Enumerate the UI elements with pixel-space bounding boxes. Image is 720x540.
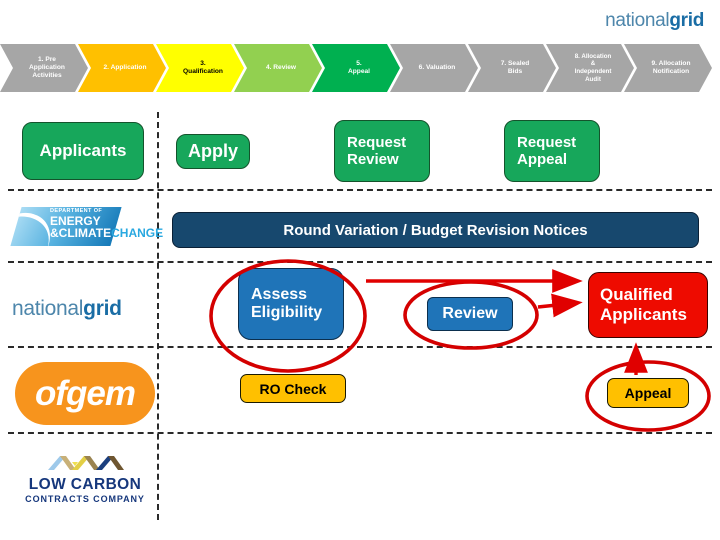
request-review-box: Request Review [334,120,430,182]
nationalgrid-logo: nationalgrid [605,10,704,32]
qualified-applicants-box: Qualified Applicants [588,272,708,338]
decc-climate-line: &CLIMATECHANGE [50,226,164,241]
nationalgrid-logo-bold: grid [669,10,704,31]
decc-energy-line: ENERGY [50,213,101,228]
lane-divider-4 [8,432,712,434]
lccc-subname-line: CONTRACTS COMPANY [25,494,145,504]
process-step-5-appeal: 5. Appeal [312,44,400,92]
process-step-4-review: 4. Review [234,44,322,92]
lane-divider-3 [8,346,712,348]
nationalgrid-lane-logo: nationalgrid [12,297,122,320]
apply-box: Apply [176,134,250,169]
lccc-logo: LOW CARBON CONTRACTS COMPANY [18,448,152,504]
actor-column-divider [157,112,159,520]
process-step-7-sealed-bids: 7. Sealed Bids [468,44,556,92]
ro-check-box: RO Check [240,374,346,403]
assess-eligibility-box: Assess Eligibility [238,268,344,340]
process-step-8-allocation-audit: 8. Allocation & Independent Audit [546,44,634,92]
process-step-1-pre-application: 1. Pre Application Activities [0,44,88,92]
lane-divider-2 [8,261,712,263]
process-step-3-qualification: 3. Qualification [156,44,244,92]
lane-divider-1 [8,189,712,191]
process-step-9-allocation-notification: 9. Allocation Notification [624,44,712,92]
nationalgrid-logo-light: national [605,10,670,31]
round-variation-notice-bar: Round Variation / Budget Revision Notice… [172,212,699,248]
applicants-actor-box: Applicants [22,122,144,180]
process-step-6-valuation: 6. Valuation [390,44,478,92]
request-appeal-box: Request Appeal [504,120,600,182]
arrow-review-to-qualified [537,293,583,318]
ofgem-logo: ofgem [15,362,155,425]
review-box: Review [427,297,513,331]
lccc-name-line: LOW CARBON [28,476,142,493]
decc-dept-line: DEPARTMENT OF [50,208,103,214]
lccc-zigzag-graphic [48,456,124,470]
appeal-box: Appeal [607,378,689,408]
process-step-2-application: 2. Application [78,44,166,92]
decc-logo: DEPARTMENT OF ENERGY &CLIMATECHANGE [10,202,164,250]
